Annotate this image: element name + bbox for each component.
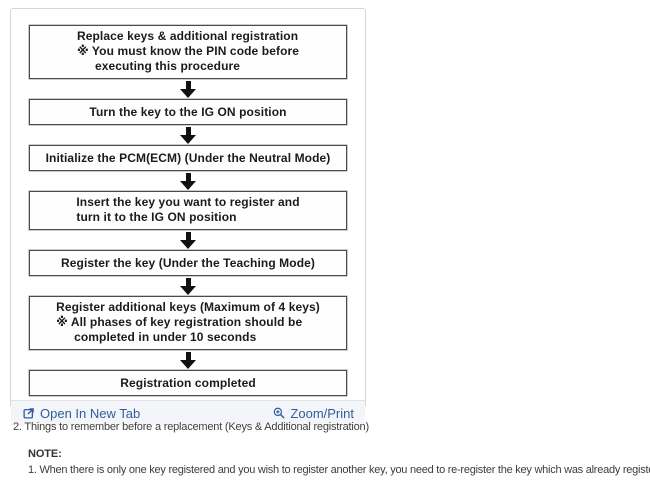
- flow-step-register-additional: Register additional keys (Maximum of 4 k…: [29, 296, 347, 350]
- flow-step-registration-completed: Registration completed: [29, 370, 347, 396]
- flow-step-text: completed in under 10 seconds: [74, 330, 257, 344]
- flow-step-text: ※ All phases of key registration should …: [56, 315, 303, 329]
- down-arrow-icon: [179, 231, 197, 249]
- open-in-new-tab-link[interactable]: Open In New Tab: [23, 407, 140, 420]
- flow-step-insert-key: Insert the key you want to register and …: [29, 191, 347, 230]
- down-arrow-icon: [179, 80, 197, 98]
- viewer-footer-bar: Open In New Tab Zoom/Print: [11, 400, 365, 425]
- down-arrow-icon: [179, 351, 197, 369]
- page-text-content: 2. Things to remember before a replaceme…: [13, 421, 650, 476]
- flow-connector: [29, 350, 347, 370]
- flow-connector: [29, 230, 347, 250]
- flow-connector: [29, 171, 347, 191]
- flow-step-text: turn it to the IG ON position: [76, 210, 237, 224]
- flow-step-ig-on: Turn the key to the IG ON position: [29, 99, 347, 125]
- flow-step-text: Turn the key to the IG ON position: [89, 105, 287, 119]
- zoom-print-link[interactable]: Zoom/Print: [273, 407, 354, 420]
- flow-step-text: Register additional keys (Maximum of 4 k…: [56, 300, 320, 314]
- section-heading: 2. Things to remember before a replaceme…: [13, 421, 369, 433]
- flow-step-text: executing this procedure: [94, 59, 241, 73]
- flow-step-register-key: Register the key (Under the Teaching Mod…: [29, 250, 347, 276]
- open-in-new-tab-label: Open In New Tab: [40, 405, 141, 421]
- zoom-magnifier-plus-icon: [273, 407, 285, 419]
- flow-connector: [29, 276, 347, 296]
- flow-step-text: Register the key (Under the Teaching Mod…: [60, 256, 316, 270]
- flow-connector: [29, 125, 347, 145]
- down-arrow-icon: [179, 172, 197, 190]
- flowchart-image: Replace keys & additional registration ※…: [11, 9, 365, 400]
- flow-step-text: Registration completed: [120, 376, 256, 390]
- flow-step-text: Replace keys & additional registration: [76, 29, 299, 43]
- note-block: NOTE: 1. When there is only one key regi…: [28, 448, 650, 476]
- flow-step-text: ※ You must know the PIN code before: [76, 44, 300, 58]
- down-arrow-icon: [179, 126, 197, 144]
- flow-step-text: Insert the key you want to register and: [76, 195, 300, 209]
- flow-connector: [29, 79, 347, 99]
- note-item: 1. When there is only one key registered…: [28, 464, 650, 476]
- down-arrow-icon: [179, 277, 197, 295]
- flow-step-replace-keys: Replace keys & additional registration ※…: [29, 25, 347, 79]
- zoom-print-label: Zoom/Print: [290, 405, 354, 421]
- open-in-new-tab-icon: [23, 407, 35, 419]
- image-viewer-panel: Replace keys & additional registration ※…: [10, 8, 366, 425]
- note-label: NOTE:: [28, 448, 62, 460]
- flow-step-text: Initialize the PCM(ECM) (Under the Neutr…: [45, 151, 331, 165]
- flow-step-initialize-pcm: Initialize the PCM(ECM) (Under the Neutr…: [29, 145, 347, 171]
